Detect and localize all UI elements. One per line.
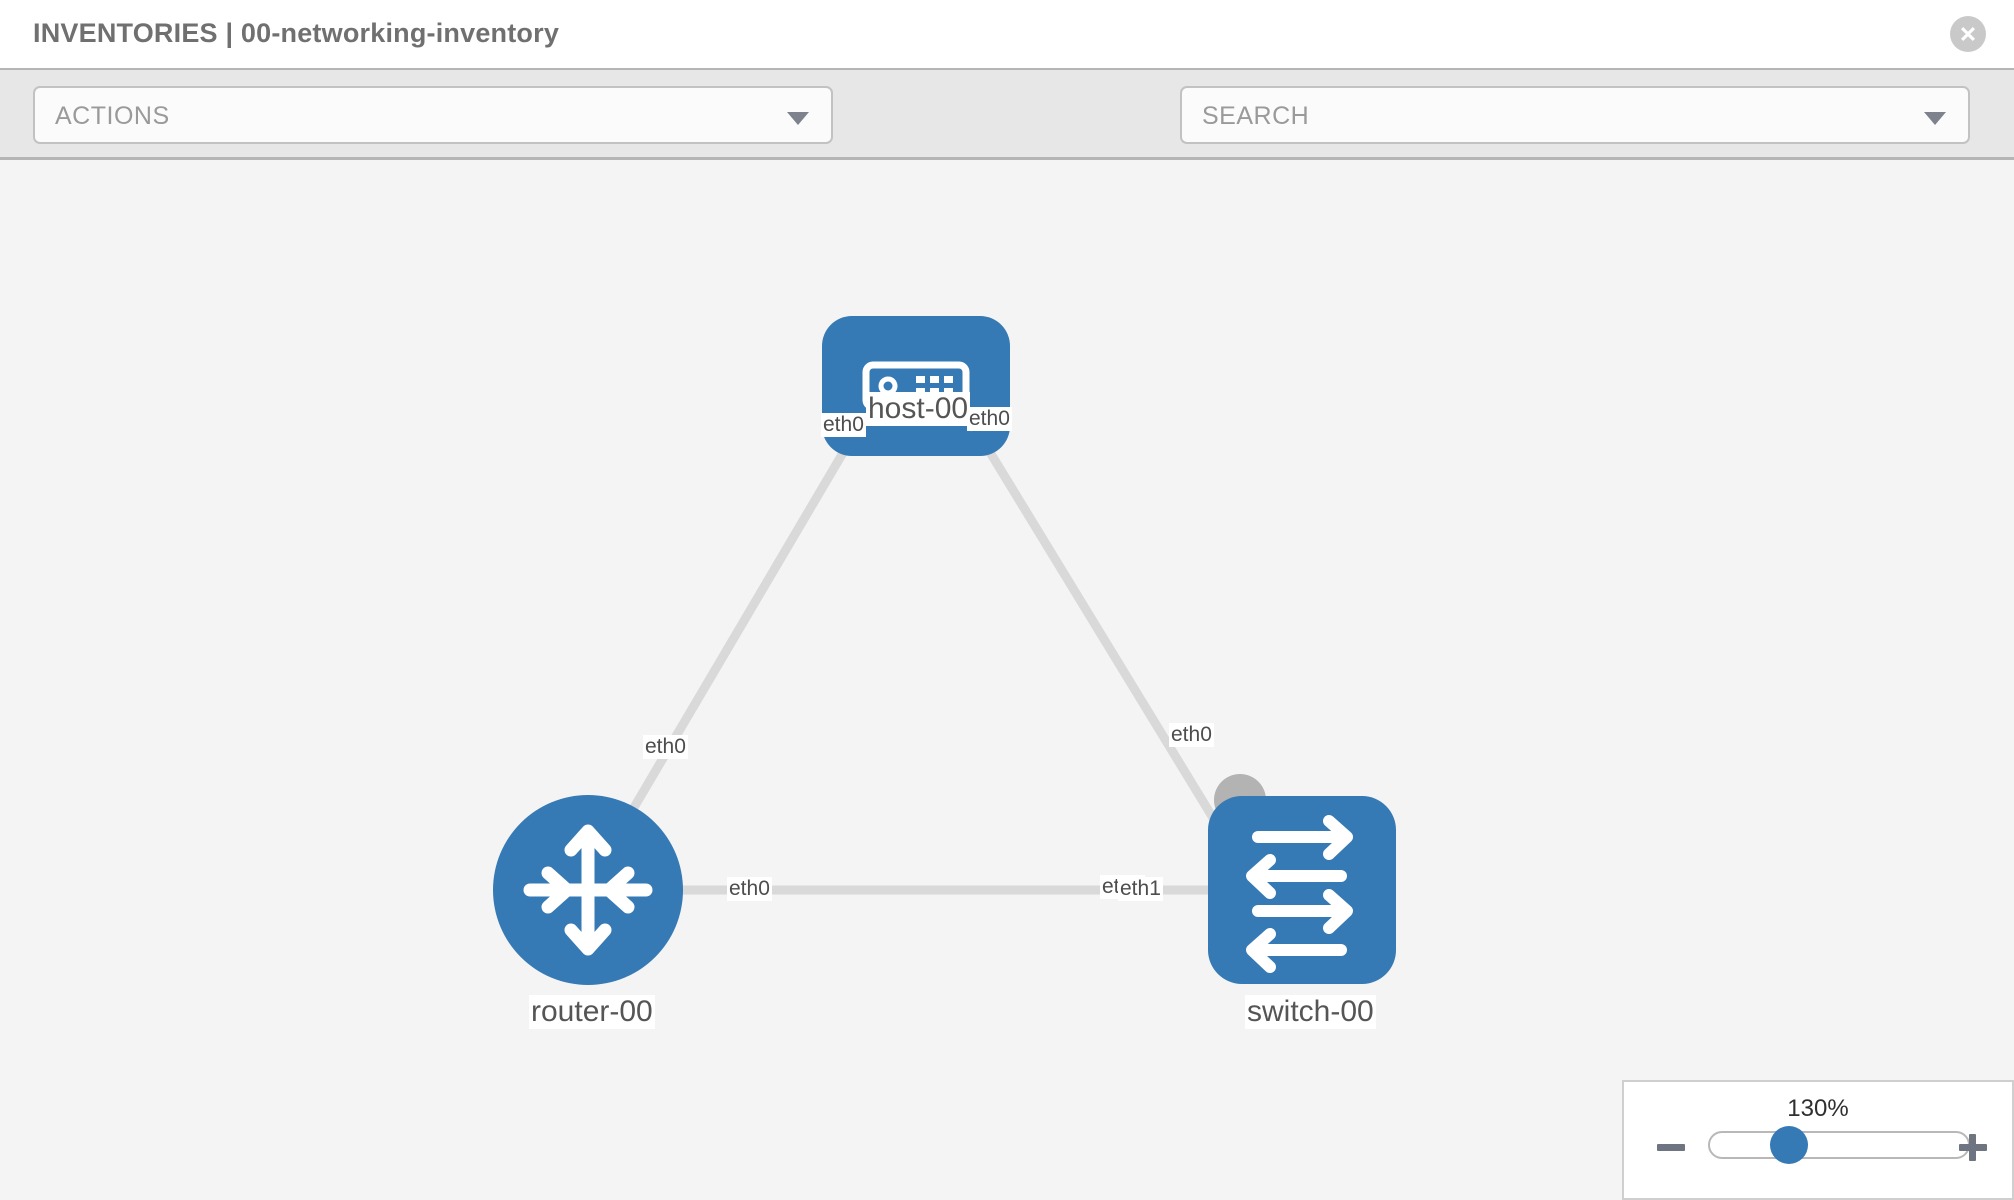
topology-canvas[interactable]: eth0 host-00 eth0 eth0 eth0 eth0 eth0 et… xyxy=(0,160,2014,1200)
iface-label-router-right: eth0 xyxy=(727,877,772,902)
node-label-switch-00: switch-00 xyxy=(1245,995,1376,1029)
router-four-arrows-icon xyxy=(523,824,653,956)
switch-two-way-arrows-icon xyxy=(1246,815,1353,973)
actions-dropdown-label: ACTIONS xyxy=(55,102,170,130)
chevron-down-icon xyxy=(787,112,809,125)
iface-label-host-left: eth0 xyxy=(821,413,866,438)
toolbar: ACTIONS SEARCH xyxy=(0,68,2014,197)
node-router-00[interactable] xyxy=(493,795,683,985)
node-label-host-00: host-00 xyxy=(866,392,971,426)
iface-label-switch-up: eth0 xyxy=(1169,723,1214,748)
chevron-down-icon xyxy=(1924,112,1946,125)
close-icon xyxy=(1961,27,1975,41)
links-layer xyxy=(592,387,1252,895)
node-label-router-00: router-00 xyxy=(529,995,655,1029)
page-header: INVENTORIES | 00-networking-inventory xyxy=(0,0,2014,68)
close-button[interactable] xyxy=(1950,16,1986,52)
link-host-router[interactable] xyxy=(592,387,884,875)
zoom-slider-track[interactable] xyxy=(1708,1131,1970,1159)
zoom-slider-thumb[interactable] xyxy=(1770,1126,1808,1164)
actions-dropdown[interactable]: ACTIONS xyxy=(33,86,833,144)
link-host-switch[interactable] xyxy=(948,387,1250,875)
zoom-out-button[interactable] xyxy=(1654,1130,1688,1164)
topology-graph xyxy=(493,316,1396,985)
search-placeholder: SEARCH xyxy=(1202,102,1310,130)
node-switch-00[interactable] xyxy=(1208,796,1396,984)
iface-label-host-right: eth0 xyxy=(967,407,1012,432)
iface-label-router-up: eth0 xyxy=(643,735,688,760)
zoom-in-button[interactable] xyxy=(1956,1130,1990,1164)
search-input[interactable]: SEARCH xyxy=(1180,86,1970,144)
page-title: INVENTORIES | 00-networking-inventory xyxy=(33,18,560,48)
zoom-control-panel: 130% xyxy=(1622,1080,2014,1200)
zoom-level-label: 130% xyxy=(1787,1095,1849,1122)
iface-label-switch-left: eth1 xyxy=(1118,877,1163,902)
